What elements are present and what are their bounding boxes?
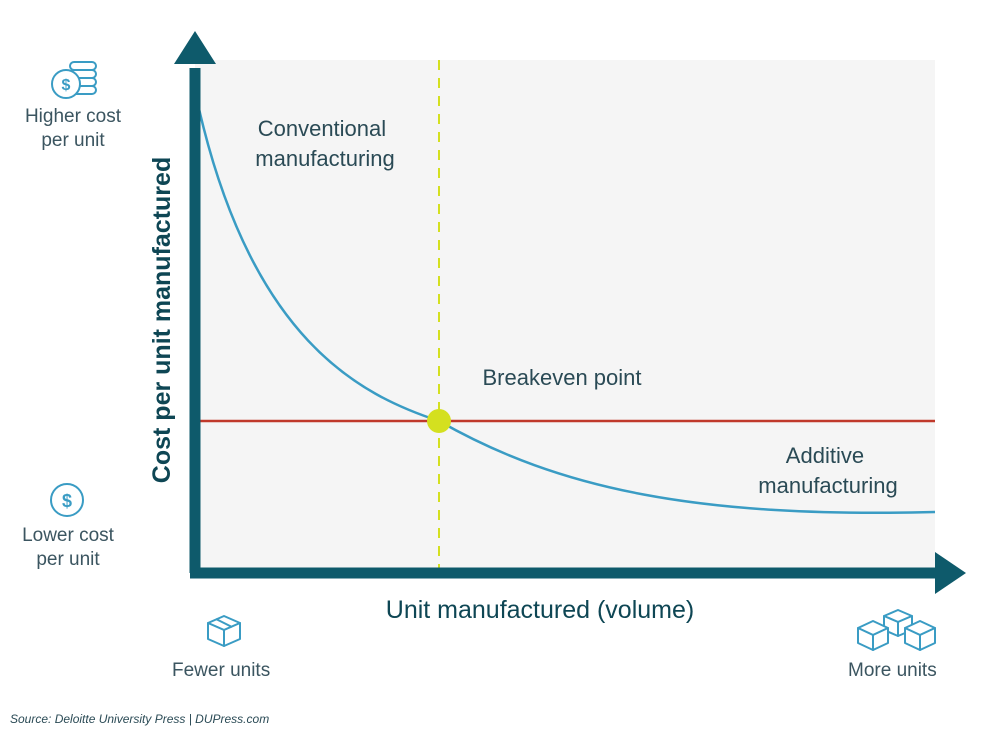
more-units-label: More units [848, 660, 937, 681]
x-axis-title: Unit manufactured (volume) [386, 596, 694, 624]
lower-cost-label: Lower cost per unit [22, 525, 114, 570]
y-axis-title: Cost per unit manufactured [148, 157, 176, 483]
boxes-icon [857, 609, 936, 651]
box-icon [207, 615, 241, 647]
source-note: Source: Deloitte University Press | DUPr… [10, 712, 270, 726]
breakeven-point-marker [427, 409, 451, 433]
fewer-units-label: Fewer units [172, 660, 271, 681]
additive-label: Additive manufacturing [758, 443, 897, 498]
breakeven-label: Breakeven point [483, 365, 642, 390]
x-axis-arrow [935, 552, 966, 594]
coins-stack-icon: $ [51, 61, 97, 99]
plot-area [195, 60, 935, 572]
svg-text:$: $ [62, 77, 71, 94]
higher-cost-label: Higher cost per unit [24, 106, 122, 151]
conventional-label: Conventional manufacturing [255, 116, 394, 171]
coin-icon: $ [50, 483, 84, 517]
y-axis-arrow [174, 31, 216, 64]
svg-text:$: $ [62, 491, 72, 511]
